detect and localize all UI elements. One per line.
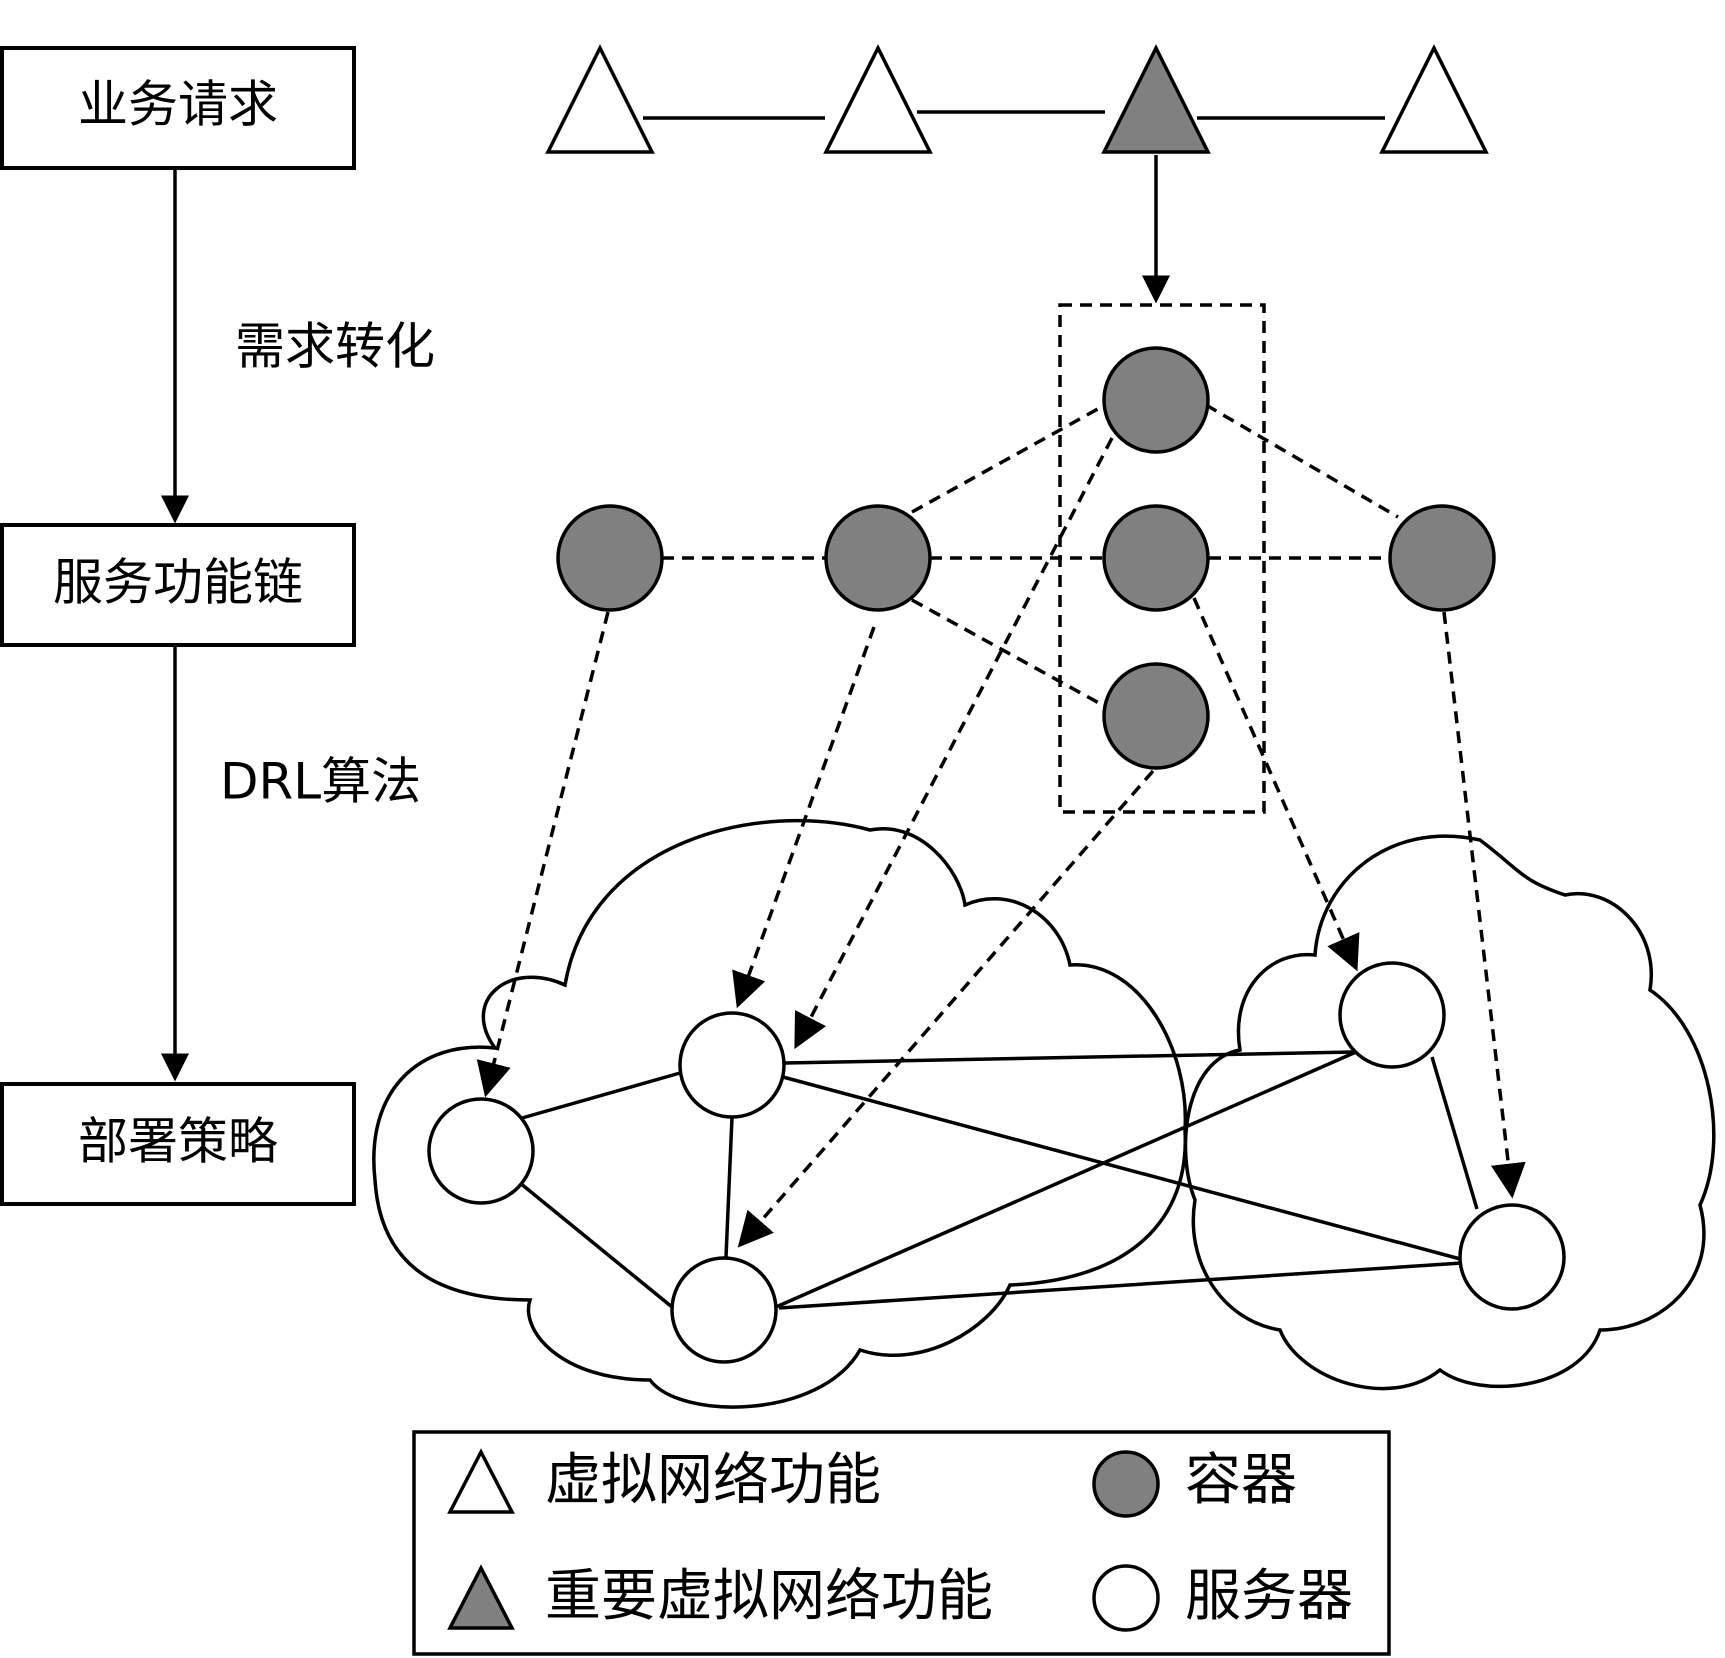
- mapping-arrow: [1442, 611, 1526, 1199]
- legend-server-icon: [1092, 1564, 1160, 1632]
- legend-vnf-icon: [447, 1448, 515, 1514]
- deployment-strategy-label: 部署策略: [78, 1113, 278, 1171]
- right-cloud: [1183, 834, 1716, 1391]
- server-link: [1430, 1056, 1479, 1210]
- server-link: [782, 1075, 1465, 1262]
- vnf-triangle: [1379, 44, 1489, 154]
- legend-important-vnf-label: 重要虚拟网络功能: [545, 1564, 993, 1629]
- server-node: [670, 1256, 778, 1364]
- server-node: [427, 1097, 535, 1205]
- mapping-arrows: [476, 437, 1526, 1248]
- legend-container-label: 容器: [1185, 1448, 1297, 1513]
- legend-important-vnf-icon: [447, 1564, 515, 1630]
- server-clouds: [372, 818, 1716, 1409]
- mapping-arrow: [476, 611, 610, 1098]
- server-link: [521, 1071, 681, 1120]
- vnf-triangle: [823, 44, 933, 154]
- server-link: [778, 1261, 1463, 1310]
- deployment-strategy-box: [0, 1082, 356, 1206]
- container-link: [911, 598, 1109, 710]
- service-request-label: 业务请求: [78, 76, 278, 134]
- server-node: [678, 1011, 786, 1119]
- container-link: [1205, 403, 1399, 519]
- service-function-chain-label: 服务功能链: [53, 554, 303, 612]
- server-link: [724, 1116, 734, 1258]
- legend-container-icon: [1092, 1450, 1160, 1518]
- mapping-arrow: [732, 626, 876, 1009]
- important-vnf-triangle: [1101, 44, 1211, 154]
- container-node: [1388, 504, 1496, 612]
- left-cloud: [372, 818, 1188, 1409]
- servers: [427, 961, 1566, 1364]
- legend-vnf-label: 虚拟网络功能: [545, 1448, 881, 1513]
- mapping-arrow: [1192, 597, 1360, 972]
- container-link: [911, 403, 1106, 514]
- container-links: [662, 403, 1399, 710]
- demand-conversion-label: 需求转化: [235, 318, 435, 376]
- vnf-chain: [545, 44, 1489, 304]
- mapping-arrow: [794, 437, 1114, 1050]
- container-node: [1102, 346, 1210, 454]
- service-function-chain-box: [0, 523, 356, 647]
- container-node: [824, 504, 932, 612]
- container-node: [1102, 662, 1210, 770]
- containers: [556, 346, 1496, 770]
- server-link: [784, 1050, 1354, 1065]
- mapping-arrow: [737, 769, 1155, 1248]
- service-request-box: [0, 46, 356, 170]
- container-node: [1102, 504, 1210, 612]
- drl-algorithm-label: DRL算法: [220, 753, 421, 811]
- server-link: [775, 1050, 1357, 1309]
- vnf-triangle: [545, 44, 655, 154]
- container-node: [556, 504, 664, 612]
- server-node: [1338, 961, 1446, 1069]
- legend: 虚拟网络功能 容器 重要虚拟网络功能 服务器: [412, 1430, 1391, 1656]
- server-node: [1458, 1203, 1566, 1311]
- legend-box: [412, 1430, 1391, 1656]
- server-link: [518, 1181, 674, 1309]
- legend-server-label: 服务器: [1185, 1564, 1353, 1629]
- process-flow: 业务请求 需求转化 服务功能链 DRL算法 部署策略: [0, 46, 435, 1206]
- server-links: [518, 1050, 1479, 1310]
